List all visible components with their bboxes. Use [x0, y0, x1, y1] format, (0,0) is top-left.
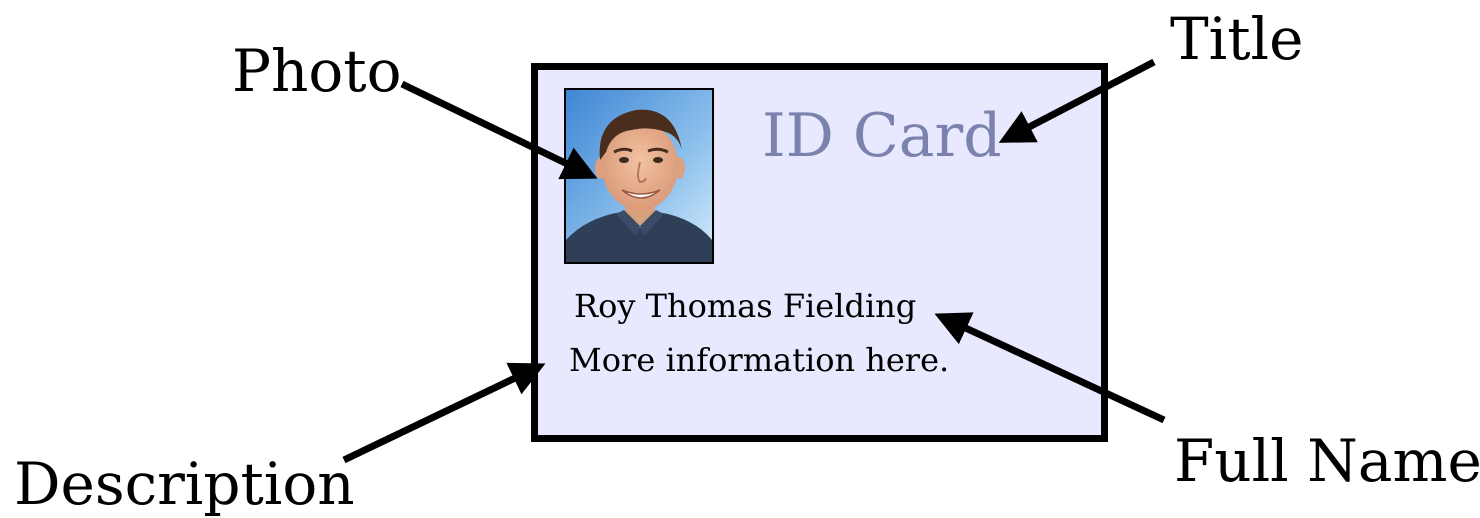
description-text: More information here. — [569, 341, 950, 379]
arrow-full-name — [934, 312, 1166, 424]
callout-label-full-name: Full Name — [1174, 427, 1480, 495]
arrow-photo — [400, 80, 598, 180]
full-name-text: Roy Thomas Fielding — [574, 287, 917, 325]
arrow-title — [998, 58, 1156, 143]
callout-label-description: Description — [14, 450, 355, 518]
callout-label-title: Title — [1170, 5, 1304, 73]
card-title: ID Card — [762, 101, 1002, 171]
arrow-description — [342, 362, 546, 464]
callout-label-photo: Photo — [232, 37, 402, 105]
